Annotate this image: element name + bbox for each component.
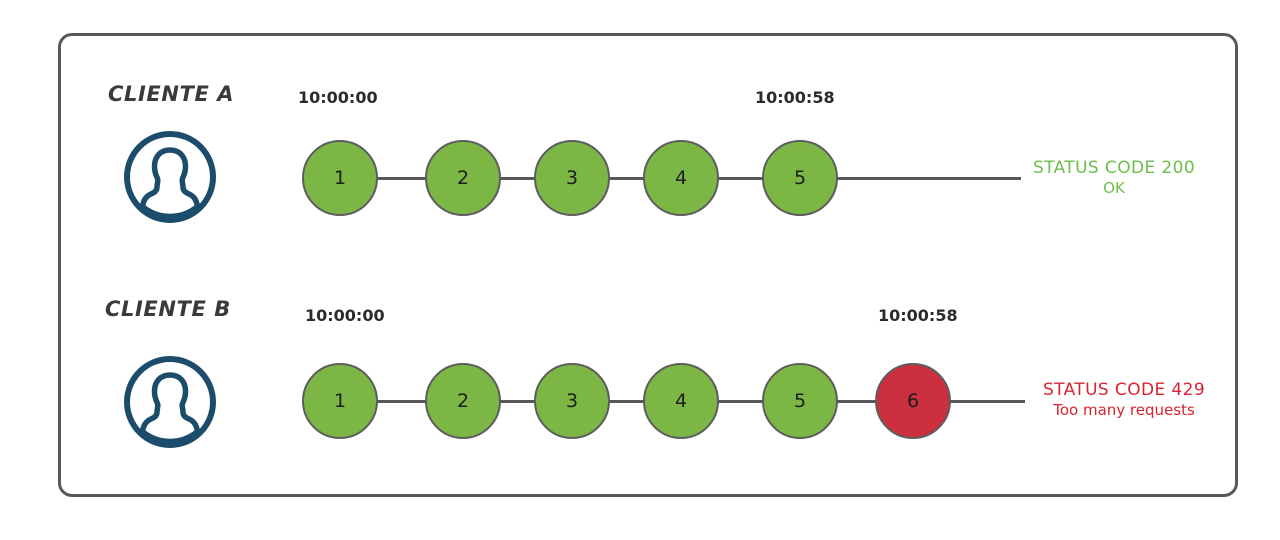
request-node[interactable]: 1	[302, 140, 378, 216]
connector-a-tail	[833, 177, 1021, 180]
status-code-line: STATUS CODE 429	[1042, 380, 1206, 400]
connector-b-3	[605, 400, 648, 403]
client-a-start-time: 10:00:00	[298, 88, 378, 107]
client-a-status-badge: STATUS CODE 200 OK	[1024, 158, 1204, 198]
status-text-line: Too many requests	[1053, 401, 1195, 420]
request-node[interactable]: 3	[534, 140, 610, 216]
request-node[interactable]: 4	[643, 363, 719, 439]
request-node-rejected[interactable]: 6	[875, 363, 951, 439]
request-node-number: 1	[333, 167, 347, 189]
status-code-line: STATUS CODE 200	[1032, 158, 1196, 178]
client-b-label: CLIENTE B	[105, 297, 231, 321]
request-node[interactable]: 5	[762, 363, 838, 439]
request-node[interactable]: 3	[534, 363, 610, 439]
connector-a-3	[605, 177, 648, 180]
request-node-number: 3	[565, 167, 579, 189]
client-b-status-badge: STATUS CODE 429 Too many requests	[1024, 380, 1224, 420]
request-node-number: 3	[565, 390, 579, 412]
connector-b-1	[372, 400, 432, 403]
request-node[interactable]: 5	[762, 140, 838, 216]
request-node-number: 1	[333, 390, 347, 412]
client-a-end-time: 10:00:58	[755, 88, 835, 107]
request-node-number: 6	[906, 390, 920, 412]
status-text-line: OK	[1103, 179, 1125, 198]
request-node-number: 4	[674, 167, 688, 189]
user-avatar-icon	[123, 130, 217, 228]
request-node-number: 5	[793, 390, 807, 412]
user-avatar-icon	[123, 355, 217, 453]
connector-b-tail	[946, 400, 1025, 403]
request-node-number: 2	[456, 167, 470, 189]
client-b-start-time: 10:00:00	[305, 306, 385, 325]
request-node[interactable]: 1	[302, 363, 378, 439]
request-node-number: 5	[793, 167, 807, 189]
request-node[interactable]: 4	[643, 140, 719, 216]
connector-b-2	[496, 400, 539, 403]
connector-a-4	[714, 177, 767, 180]
request-node-number: 2	[456, 390, 470, 412]
connector-a-1	[372, 177, 432, 180]
connector-b-4	[714, 400, 767, 403]
diagram-frame	[58, 33, 1238, 497]
request-node-number: 4	[674, 390, 688, 412]
connector-b-5	[833, 400, 881, 403]
request-node[interactable]: 2	[425, 363, 501, 439]
client-a-label: CLIENTE A	[108, 82, 235, 106]
connector-a-2	[496, 177, 539, 180]
request-node[interactable]: 2	[425, 140, 501, 216]
client-b-end-time: 10:00:58	[878, 306, 958, 325]
